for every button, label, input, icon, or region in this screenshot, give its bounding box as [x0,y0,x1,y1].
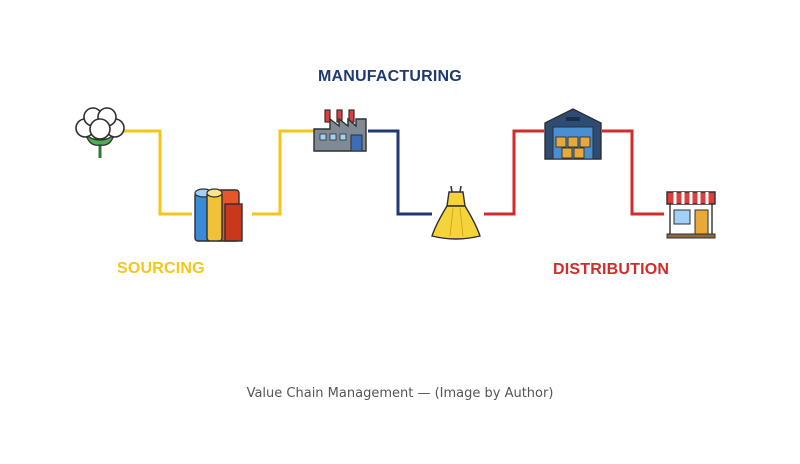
cotton-plant-icon [75,107,125,158]
store-icon [666,191,716,239]
stage-label-manufacturing: MANUFACTURING [318,68,462,85]
connector-warehouse-to-store [602,129,664,216]
stage-label-sourcing: SOURCING [117,260,205,277]
connector-factory-to-dress [368,129,432,216]
connector-dress-to-warehouse [484,129,544,216]
connectors [124,129,664,216]
warehouse-icon [544,108,602,160]
connector-cotton-to-fabric [124,129,192,216]
stage-label-distribution: DISTRIBUTION [553,261,670,278]
figure-caption: Value Chain Management — (Image by Autho… [246,386,554,401]
fabric-rolls-icon [194,188,243,242]
connector-fabric-to-factory [252,129,314,216]
factory-icon [313,109,367,152]
dress-icon [431,185,481,240]
